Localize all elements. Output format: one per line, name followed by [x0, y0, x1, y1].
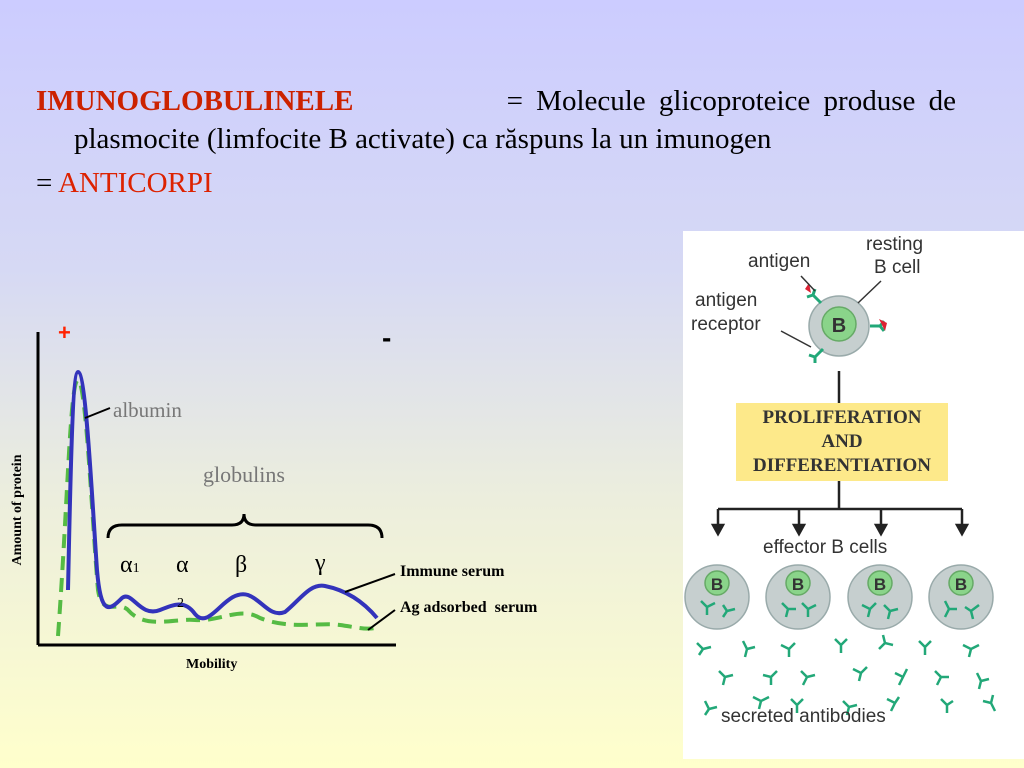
effector-cell-4-letter: B — [955, 575, 967, 594]
resting-label-line-2: B cell — [874, 257, 921, 278]
b-cell-differentiation-diagram: B B B — [683, 231, 1024, 759]
y-axis-label: Amount of protein — [10, 454, 25, 566]
effector-cell-3-letter: B — [874, 575, 886, 594]
beta-label: β — [235, 552, 248, 578]
definition-text: IMUNOGLOBULINELE = Molecule glicoproteic… — [36, 82, 956, 202]
definition-line-2: plasmocite (limfocite B activate) ca răs… — [74, 123, 772, 155]
gamma-label: γ — [315, 550, 326, 576]
alpha1-symbol: α — [120, 552, 133, 578]
box-line-2: AND — [821, 431, 863, 452]
electrophoresis-chart: + - albumin globulins α1 α 2 β γ Immune … — [0, 300, 660, 700]
adsorbed-serum-pointer — [367, 609, 396, 631]
b-cell-graphic: B B B — [684, 275, 997, 716]
box-line-3: DIFFERENTIATION — [752, 455, 932, 476]
albumin-pointer — [84, 407, 111, 419]
alpha2-subscript: 2 — [177, 596, 184, 611]
receptor-label-line-1: antigen — [695, 290, 758, 311]
antigen-label: antigen — [748, 251, 811, 272]
definition-part-1: = Molecule glicoproteice produse de — [506, 85, 956, 117]
x-axis-label: Mobility — [186, 657, 238, 672]
alpha1-subscript: 1 — [132, 561, 140, 576]
secreted-antibodies-label: secreted antibodies — [721, 706, 886, 727]
term-anticorpi: ANTICORPI — [58, 167, 213, 199]
alpha2-label: α — [176, 552, 189, 578]
alpha1-label: α1 — [120, 552, 140, 579]
cathode-minus-label: - — [382, 322, 392, 353]
box-line-1: PROLIFERATION — [762, 407, 922, 428]
effector-b-cells-label: effector B cells — [763, 537, 888, 558]
effector-cell-1: B — [684, 564, 750, 630]
resting-b-cell: B — [805, 283, 887, 363]
effector-cell-4: B — [928, 564, 994, 630]
immune-serum-label: Immune serum — [400, 563, 505, 580]
branch-arrows — [710, 509, 970, 537]
effector-cell-2-letter: B — [792, 575, 804, 594]
receptor-pointer — [780, 330, 812, 348]
effector-b-cells: B B B B — [684, 564, 994, 630]
definition-line-1: IMUNOGLOBULINELE = Molecule glicoproteic… — [36, 82, 956, 120]
antigen-pointer — [800, 275, 816, 292]
effector-cell-2: B — [765, 564, 831, 630]
electrophoresis-graphic — [36, 332, 396, 647]
term-imunoglobulinele: IMUNOGLOBULINELE — [36, 85, 354, 117]
effector-cell-1-letter: B — [711, 575, 723, 594]
globulins-brace — [106, 513, 384, 539]
proliferation-box: PROLIFERATION AND DIFFERENTIATION — [736, 403, 948, 481]
immune-serum-curve — [66, 369, 379, 621]
definition-line-3: = ANTICORPI — [36, 164, 956, 202]
anode-plus-label: + — [58, 320, 71, 345]
antigen-receptor-label: antigen receptor — [691, 289, 761, 337]
secreted-antibodies-icons — [696, 634, 997, 716]
albumin-label: albumin — [113, 398, 182, 422]
resting-label-line-1: resting — [866, 234, 924, 255]
ag-adsorbed-serum-curve — [56, 377, 376, 637]
immune-serum-pointer — [344, 573, 396, 593]
resting-b-cell-label: resting B cell — [866, 233, 923, 279]
resting-cell-pointer — [857, 280, 882, 304]
equals-sign: = — [36, 167, 53, 199]
effector-cell-3: B — [847, 564, 913, 630]
globulins-label: globulins — [203, 462, 285, 487]
receptor-label-line-2: receptor — [691, 314, 761, 335]
resting-cell-letter: B — [832, 315, 846, 337]
ag-adsorbed-serum-label: Ag adsorbed serum — [400, 599, 538, 616]
